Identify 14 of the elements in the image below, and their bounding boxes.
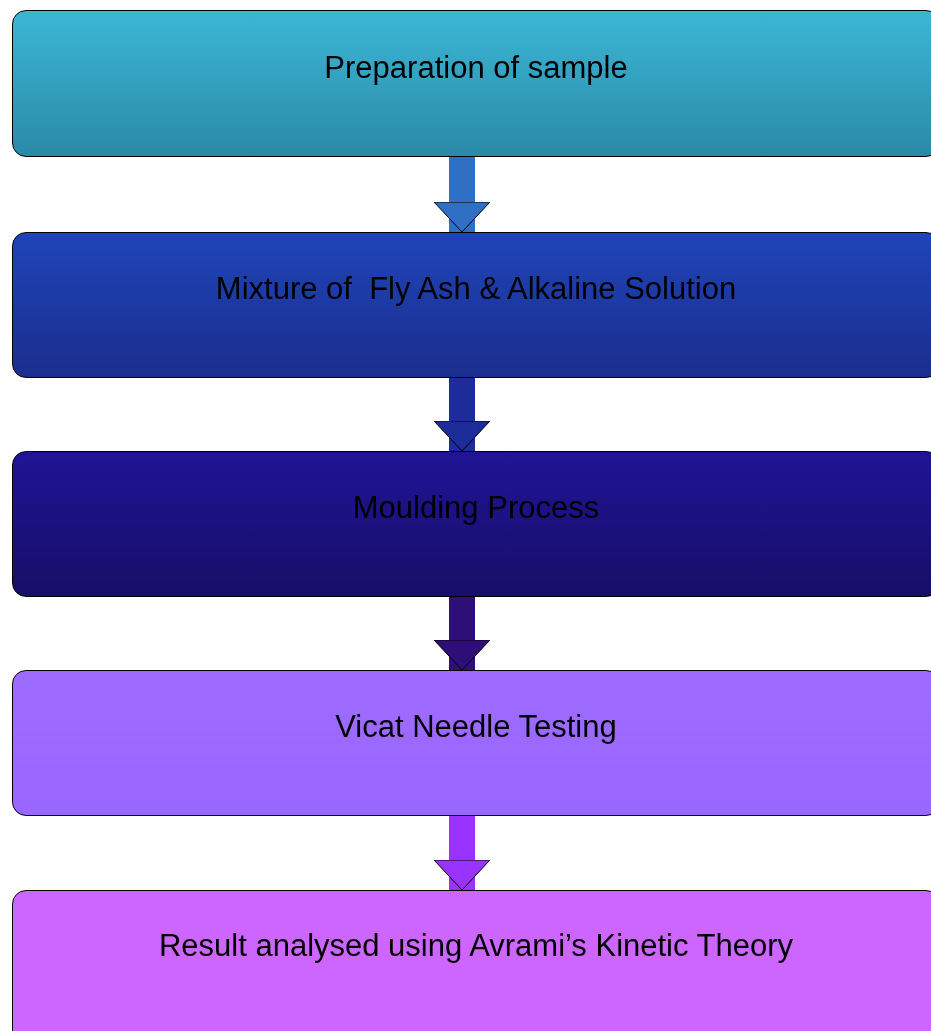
process-box — [12, 10, 931, 157]
block-arrow — [433, 816, 491, 891]
process-box — [12, 451, 931, 597]
process-box — [12, 890, 931, 1031]
process-box — [12, 232, 931, 378]
block-arrow — [433, 157, 491, 233]
step-label: Moulding Process — [352, 490, 600, 526]
step-label: Result analysed using Avrami’s Kinetic Theory — [158, 928, 794, 964]
block-arrow — [433, 597, 491, 671]
step-label: Preparation of sample — [324, 49, 628, 86]
step-label: Vicat Needle Testing — [335, 709, 617, 745]
process-box — [12, 670, 931, 816]
step-label: Mixture of Fly Ash & Alkaline Solution — [215, 271, 737, 307]
block-arrow — [433, 378, 491, 452]
